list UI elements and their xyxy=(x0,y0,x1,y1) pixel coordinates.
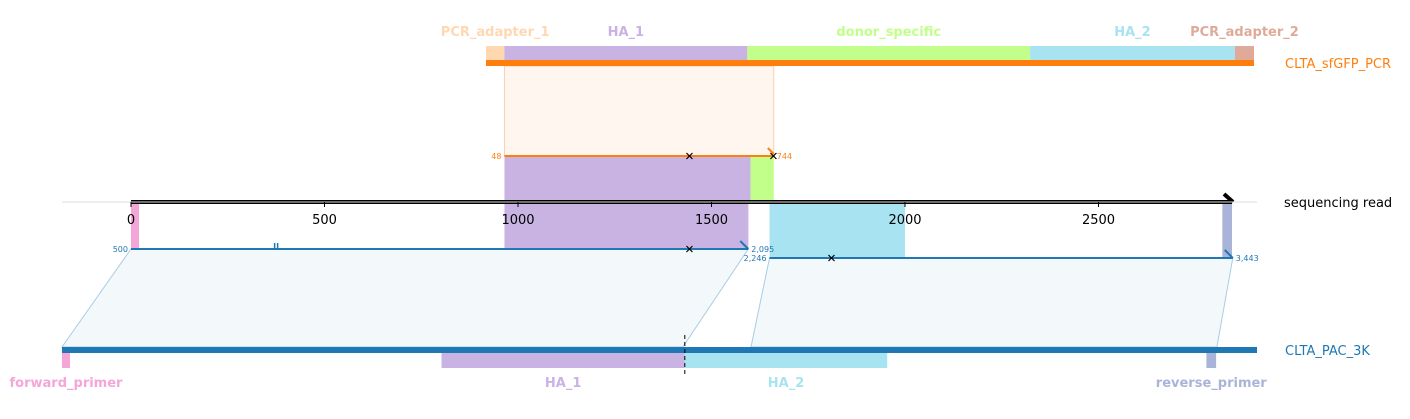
bottom-alignment-arrow xyxy=(1224,249,1234,259)
read-tick-label: 2500 xyxy=(1082,213,1115,228)
alignment-start-label: 500 xyxy=(113,245,128,254)
top-feature-label-donor_specific: donor_specific xyxy=(836,25,941,40)
read-feature-reverse_primer xyxy=(1222,202,1233,258)
top-feature-label-ha_1: HA_1 xyxy=(608,25,645,40)
top-feature-pcr_adapter_1 xyxy=(486,46,505,63)
top-feature-ha_1 xyxy=(504,46,748,63)
read-feature-ha_2 xyxy=(769,202,905,258)
read-feature-ha_1-overlap xyxy=(504,202,749,249)
top-feature-pcr_adapter_2 xyxy=(1234,46,1254,63)
feature-projection-layer xyxy=(131,65,1233,258)
top-feature-ha_2 xyxy=(1030,46,1235,63)
read-tick-label: 1500 xyxy=(695,213,728,228)
bottom-feature-label-reverse_primer: reverse_primer xyxy=(1156,376,1268,391)
alignment-end-label: 2,095 xyxy=(751,245,774,254)
read-tick-label: 1000 xyxy=(501,213,534,228)
alignment-connector-layer xyxy=(61,248,1234,348)
read-name-label: sequencing read xyxy=(1284,196,1392,211)
read-axis-arrowhead xyxy=(1222,192,1235,204)
bottom-reference-features xyxy=(62,350,1217,368)
top-feature-label-pcr_adapter_2: PCR_adapter_2 xyxy=(1190,25,1299,40)
bottom-reference-name: CLTA_PAC_3K xyxy=(1285,344,1370,359)
bottom-feature-label-forward_primer: forward_primer xyxy=(10,376,124,391)
bottom-feature-label-ha_1: HA_1 xyxy=(545,376,582,391)
alignment-end-label: 3,443 xyxy=(1236,254,1259,263)
alignment-start-label: 2,246 xyxy=(744,254,767,263)
mismatch-marker xyxy=(686,245,693,253)
alignment-end-label: 744 xyxy=(777,152,792,161)
bottom-reference-bar xyxy=(62,347,1257,353)
bottom-feature-reverse_primer xyxy=(1206,350,1217,368)
top-feature-label-pcr_adapter_1: PCR_adapter_1 xyxy=(441,25,550,40)
read-feature-ha_1 xyxy=(504,156,751,202)
read-tick-label: 500 xyxy=(312,213,337,228)
alignment-start-label: 48 xyxy=(491,152,501,161)
read-axis-ticks: 0 500 1000 1500 2000 2500 xyxy=(127,202,1115,228)
read-tick-label: 2000 xyxy=(888,213,921,228)
bottom-alignment-connector xyxy=(61,248,750,348)
top-alignment-arrow xyxy=(767,147,775,155)
top-alignment-projection xyxy=(503,65,775,157)
bottom-alignment-connector xyxy=(750,257,1234,348)
mismatch-marker xyxy=(686,152,693,160)
bottom-feature-ha_2 xyxy=(684,350,888,368)
top-feature-donor_specific xyxy=(747,46,1031,63)
bottom-feature-forward_primer xyxy=(62,350,70,368)
top-reference-features xyxy=(486,46,1254,63)
read-feature-forward_primer xyxy=(131,202,139,249)
read-tick-label: 0 xyxy=(127,213,135,228)
top-reference-bar xyxy=(486,60,1254,66)
read-feature-donor_specific xyxy=(750,156,774,202)
mismatch-marker xyxy=(828,254,835,262)
bottom-feature-ha_1 xyxy=(441,350,685,368)
mismatch-marker xyxy=(769,152,777,160)
bottom-alignment-arrow xyxy=(739,240,749,250)
top-feature-label-ha_2: HA_2 xyxy=(1114,25,1151,40)
bottom-feature-label-ha_2: HA_2 xyxy=(768,376,805,391)
top-reference-name: CLTA_sfGFP_PCR xyxy=(1285,57,1391,72)
